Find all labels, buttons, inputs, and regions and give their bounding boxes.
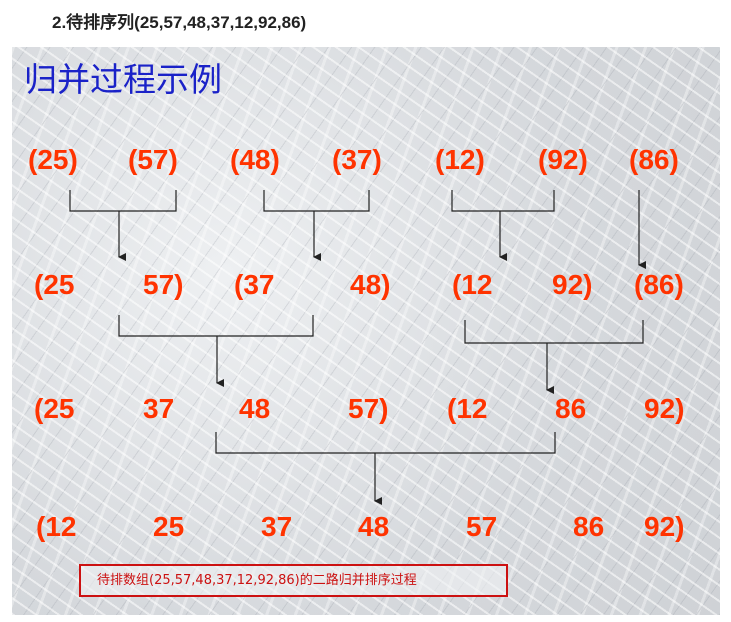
token-row1-item5: (12): [435, 144, 485, 175]
token-row1-item3: (48): [230, 144, 280, 175]
token-row2-item6: 92): [552, 269, 593, 300]
token-row4-item1: (12: [36, 511, 77, 542]
token-row2-item7: (86): [634, 269, 684, 300]
caption-box: 待排数组(25,57,48,37,12,92,86)的二路归并排序过程: [79, 564, 508, 597]
token-row1-item4: (37): [332, 144, 382, 175]
token-row2-item3: (37: [234, 269, 275, 300]
token-row3-item4: 57): [348, 393, 389, 424]
merge-bracket-25-57: [69, 190, 177, 212]
merge-bracket-12-92: [451, 190, 555, 212]
slide-title: 归并过程示例: [24, 60, 222, 99]
token-row3-item6: 86: [555, 393, 587, 424]
token-row1-item6: (92): [538, 144, 588, 175]
token-row2-item4: 48): [350, 269, 391, 300]
merge-bracket-row3: [215, 432, 556, 454]
merge-bracket-row2-right: [464, 320, 644, 344]
token-row4-item2: 25: [153, 511, 185, 542]
page-heading: 2.待排序列(25,57,48,37,12,92,86): [52, 13, 307, 32]
merge-bracket-row2-left: [118, 315, 314, 337]
token-row1-item7: (86): [629, 144, 679, 175]
token-row4-item4: 48: [358, 511, 390, 542]
token-row4-item6: 86: [573, 511, 605, 542]
token-row1-item1: (25): [28, 144, 78, 175]
token-row4-item7: 92): [644, 511, 685, 542]
merge-sort-slide: 归并过程示例 (25) (57) (48) (37) (12) (92) (86): [12, 47, 720, 615]
token-row2-item1: (25: [34, 269, 75, 300]
token-row3-item3: 48: [239, 393, 271, 424]
token-row4-item3: 37: [261, 511, 293, 542]
merge-bracket-48-37: [263, 190, 370, 212]
token-row3-item5: (12: [447, 393, 488, 424]
token-row2-item2: 57): [143, 269, 184, 300]
merge-connectors: [69, 190, 646, 505]
token-row2-item5: (12: [452, 269, 493, 300]
token-row3-item7: 92): [644, 393, 685, 424]
token-row4-item5: 57: [466, 511, 498, 542]
token-row1-item2: (57): [128, 144, 178, 175]
token-row3-item2: 37: [143, 393, 175, 424]
token-row3-item1: (25: [34, 393, 75, 424]
